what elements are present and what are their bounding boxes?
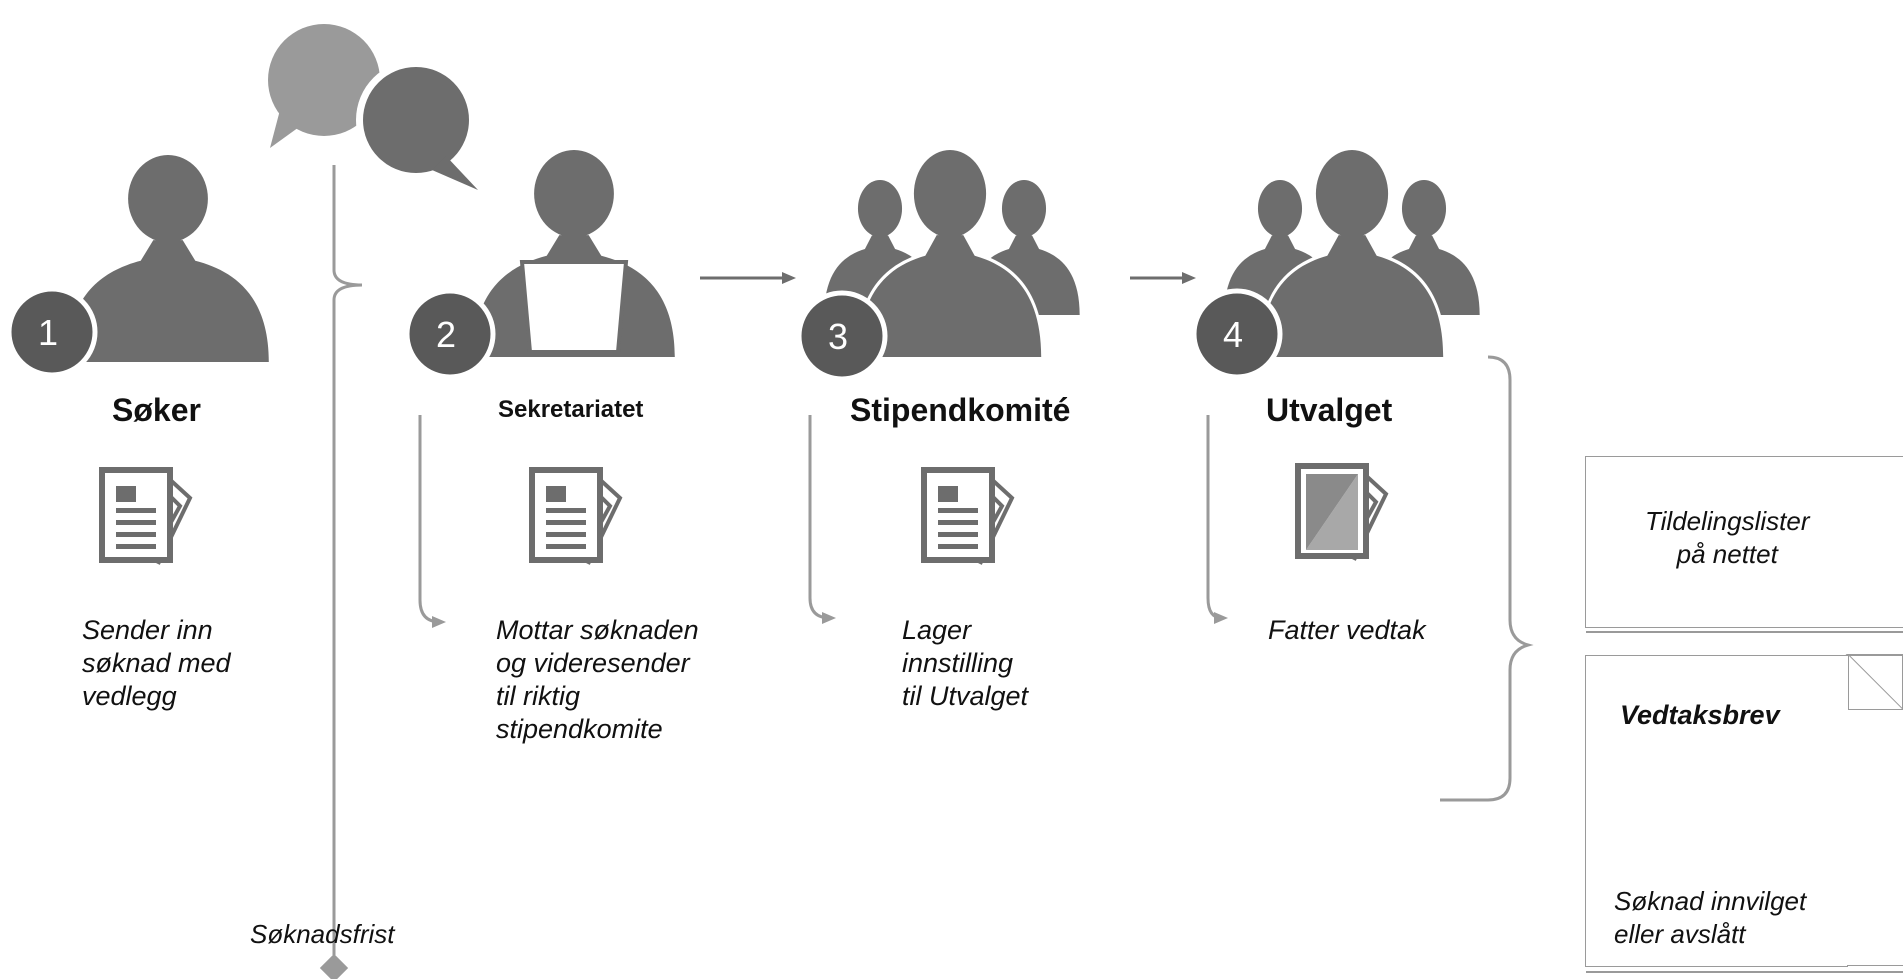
step-3-number: 3: [828, 316, 849, 357]
step-3-title: Stipendkomité: [850, 392, 1071, 428]
step-1-number: 1: [38, 312, 59, 353]
folded-corner: [1845, 654, 1903, 712]
laptop-icon: [519, 260, 629, 354]
hook-arrow-4: [1206, 415, 1228, 624]
step-2-badge: [404, 288, 496, 380]
chat-bubbles-icon: [268, 24, 478, 190]
step-2-number: 2: [436, 314, 457, 355]
step-1-badge: [6, 286, 98, 378]
step-3-description: Lager innstilling til Utvalget: [902, 615, 1029, 711]
application-document-icon: [102, 470, 190, 564]
online-lists-text: Tildelingslister på nettet: [1645, 506, 1810, 569]
step-4-description: Fatter vedtak: [1268, 615, 1426, 645]
arrow-3-to-4: [1130, 272, 1196, 284]
step-4-badge: [1191, 288, 1283, 380]
decision-letter-title: Vedtaksbrev: [1620, 700, 1780, 730]
deadline-timeline: [332, 165, 363, 955]
step-4-number: 4: [1223, 314, 1244, 355]
outputs-brace: [1440, 355, 1534, 802]
decision-document-icon: [1298, 466, 1386, 560]
deadline-diamond-icon: [319, 953, 349, 979]
hook-arrow-2: [418, 415, 446, 628]
decision-letter-text: Søknad innvilget eller avslått: [1614, 886, 1807, 949]
card-stack-edges: [1586, 631, 1903, 973]
step-4-title: Utvalget: [1266, 392, 1393, 428]
step-2-title: Sekretariatet: [498, 396, 644, 423]
hook-arrow-3: [808, 415, 836, 624]
deadline-label: Søknadsfrist: [250, 919, 395, 949]
step-2-description: Mottar søknaden og videresender til rikt…: [496, 615, 699, 744]
decision-letter-card-lower: [1847, 710, 1903, 966]
step-3-badge: [796, 290, 888, 382]
step-1-title: Søker: [112, 392, 201, 428]
secretariat-document-icon: [532, 470, 620, 564]
step-1-description: Sender inn søknad med vedlegg: [82, 615, 231, 711]
committee-document-icon: [924, 470, 1012, 564]
decision-letter-card: [1585, 655, 1848, 967]
online-lists-card: [1585, 456, 1903, 628]
arrow-2-to-3: [700, 272, 796, 284]
